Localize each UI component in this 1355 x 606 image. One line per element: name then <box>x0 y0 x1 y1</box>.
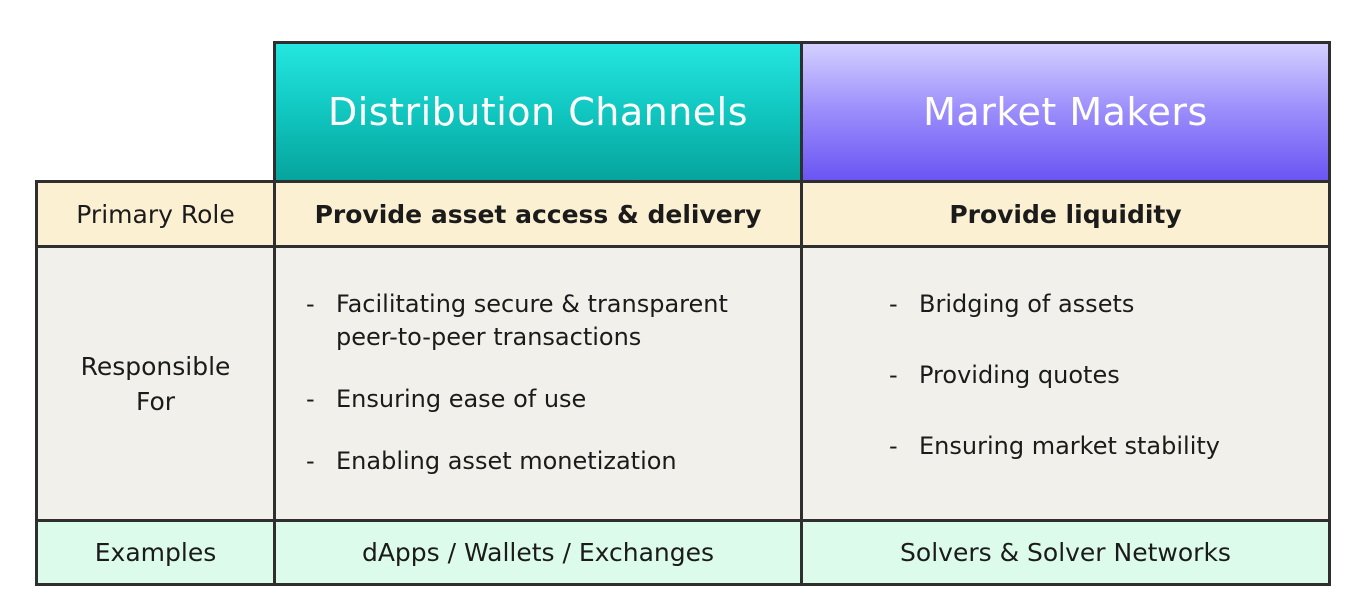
bullet-dash: - <box>306 447 315 475</box>
market-makers-primary-role-text: Provide liquidity <box>949 199 1182 229</box>
row-label-primary-role: Primary Role <box>35 180 276 248</box>
list-item-text: Enabling asset monetization <box>336 447 677 475</box>
market-makers-responsibility-list: - Bridging of assets - Providing quotes … <box>889 288 1309 501</box>
distribution-responsibility-list: - Facilitating secure & transparent peer… <box>306 288 786 478</box>
row-label-examples: Examples <box>35 519 276 586</box>
list-item: - Ensuring ease of use <box>306 383 786 416</box>
list-item: - Providing quotes <box>889 359 1309 392</box>
list-item: - Bridging of assets <box>889 288 1309 321</box>
list-item-text: Ensuring market stability <box>919 432 1220 460</box>
market-makers-examples-text: Solvers & Solver Networks <box>900 538 1231 567</box>
cell-distribution-primary-role: Provide asset access & delivery <box>273 180 803 248</box>
bullet-dash: - <box>889 361 898 389</box>
list-item-text: Providing quotes <box>919 361 1120 389</box>
cell-distribution-examples: dApps / Wallets / Exchanges <box>273 519 803 586</box>
list-item: - Ensuring market stability <box>889 430 1309 463</box>
header-market-makers-title: Market Makers <box>923 90 1208 134</box>
header-distribution-channels: Distribution Channels <box>273 41 803 183</box>
cell-market-makers-responsibilities: - Bridging of assets - Providing quotes … <box>800 245 1331 522</box>
header-market-makers: Market Makers <box>800 41 1331 183</box>
examples-label: Examples <box>94 538 217 567</box>
responsible-label-line2: For <box>135 386 176 416</box>
list-item-text-continued: peer-to-peer transactions <box>336 323 642 351</box>
list-item: - Enabling asset monetization <box>306 445 786 478</box>
bullet-dash: - <box>889 290 898 318</box>
bullet-dash: - <box>306 290 315 318</box>
list-item: - Facilitating secure & transparent peer… <box>306 288 786 354</box>
row-label-responsible-for: Responsible For <box>35 245 276 522</box>
distribution-examples-text: dApps / Wallets / Exchanges <box>361 538 715 567</box>
header-distribution-title: Distribution Channels <box>327 90 749 134</box>
responsible-label-line1: Responsible <box>80 351 231 381</box>
primary-role-label: Primary Role <box>76 199 235 229</box>
cell-market-makers-primary-role: Provide liquidity <box>800 180 1331 248</box>
list-item-text: Facilitating secure & transparent <box>336 290 728 318</box>
bullet-dash: - <box>306 385 315 413</box>
bullet-dash: - <box>889 432 898 460</box>
cell-distribution-responsibilities: - Facilitating secure & transparent peer… <box>273 245 803 522</box>
distribution-primary-role-text: Provide asset access & delivery <box>314 199 762 229</box>
cell-market-makers-examples: Solvers & Solver Networks <box>800 519 1331 586</box>
list-item-text: Bridging of assets <box>919 290 1135 318</box>
list-item-text: Ensuring ease of use <box>336 385 587 413</box>
